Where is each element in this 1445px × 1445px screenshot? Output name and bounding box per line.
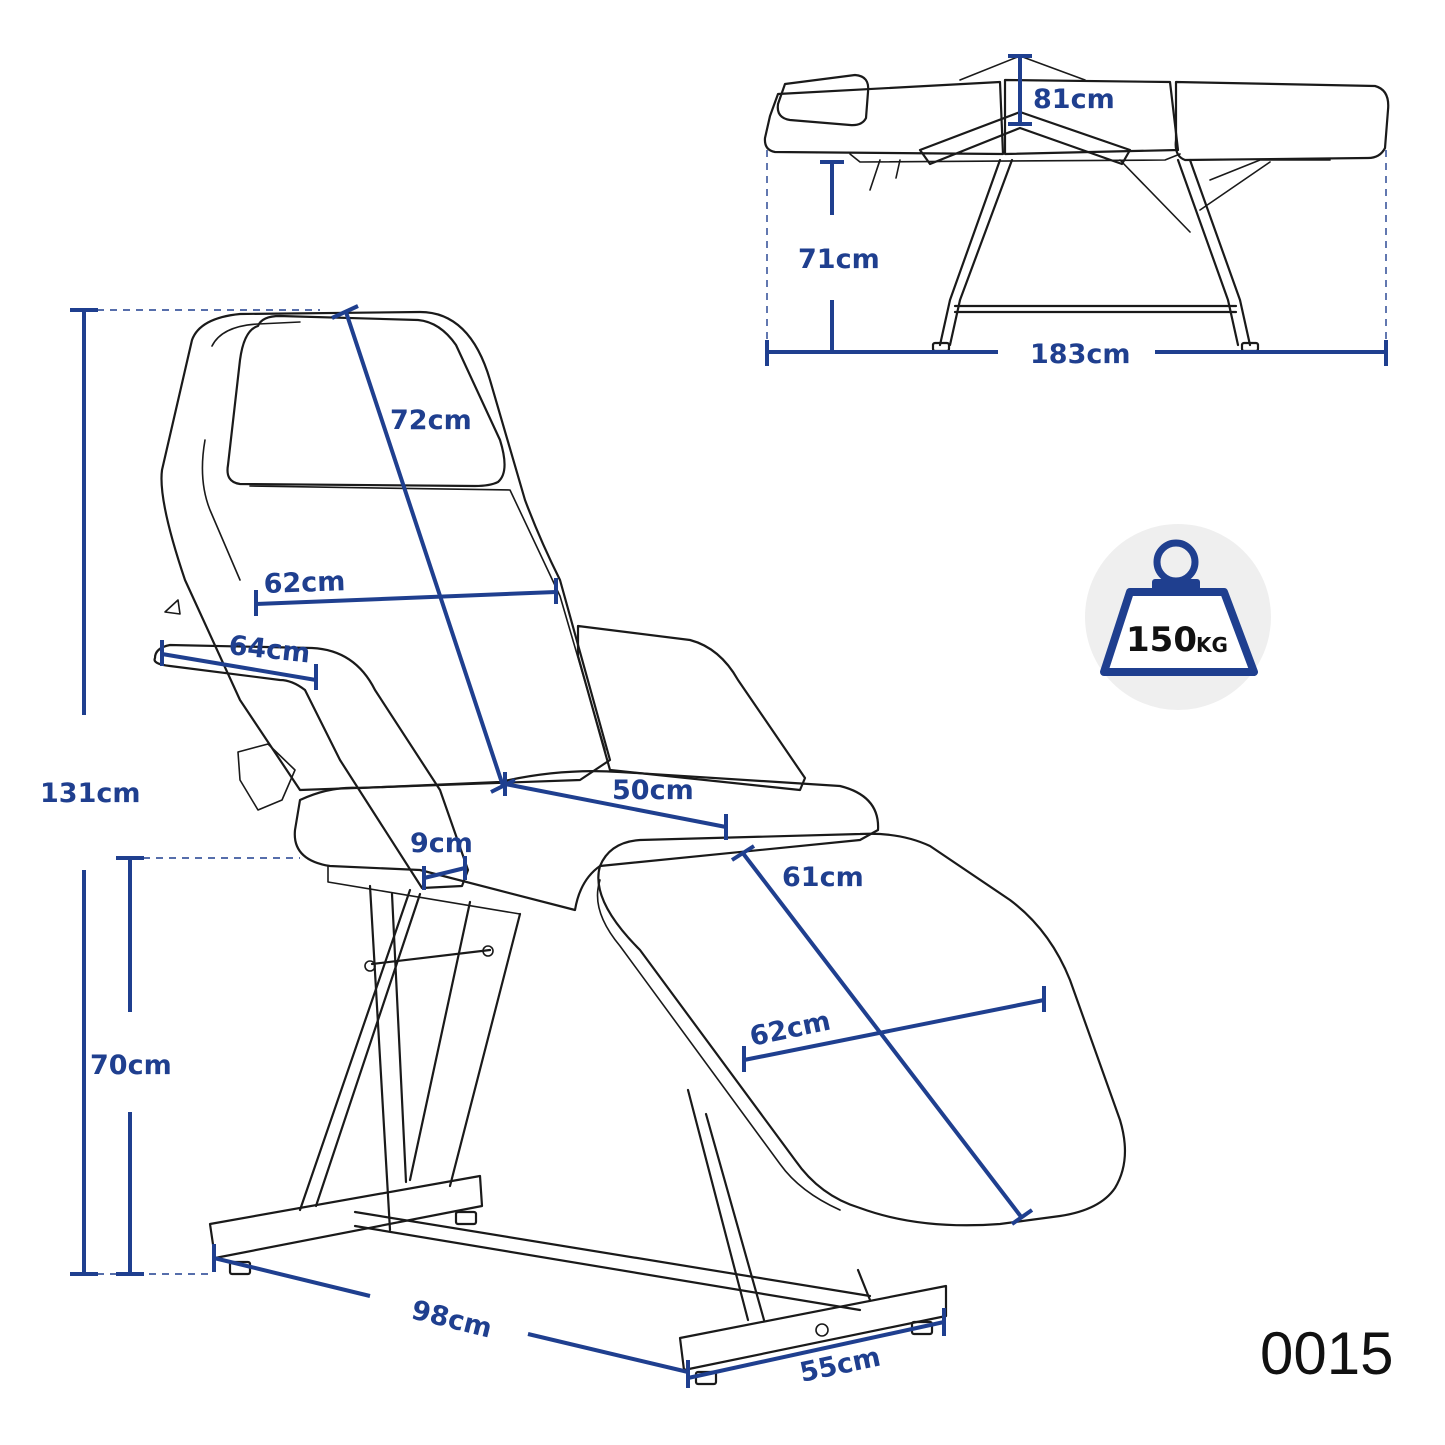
total-height-label: 131cm	[40, 778, 141, 809]
chair-drawing	[153, 310, 1127, 1386]
weight-value: 150	[1126, 620, 1197, 660]
weight-unit: KG	[1196, 633, 1228, 657]
side-view-dimensions	[765, 54, 1388, 366]
leg-section-length-label: 61cm	[782, 862, 864, 893]
seat-depth-label: 50cm	[612, 775, 694, 806]
side-height-label: 71cm	[798, 244, 880, 275]
seat-height-label: 70cm	[90, 1050, 172, 1081]
product-code: 0015	[1260, 1320, 1393, 1387]
armrest-width-label: 9cm	[410, 828, 473, 859]
backrest-length-label: 72cm	[390, 405, 472, 436]
base-length-label: 98cm	[408, 1295, 495, 1345]
armrest-length-label: 64cm	[227, 630, 312, 669]
backrest-width-label: 62cm	[263, 566, 346, 600]
weight-badge: 150 KG	[1085, 524, 1271, 710]
side-width-label: 81cm	[1033, 84, 1115, 115]
chair-dimensions	[70, 304, 1046, 1388]
base-width-label: 55cm	[797, 1342, 883, 1389]
side-length-label: 183cm	[1030, 339, 1131, 370]
weight-icon	[1100, 539, 1258, 676]
